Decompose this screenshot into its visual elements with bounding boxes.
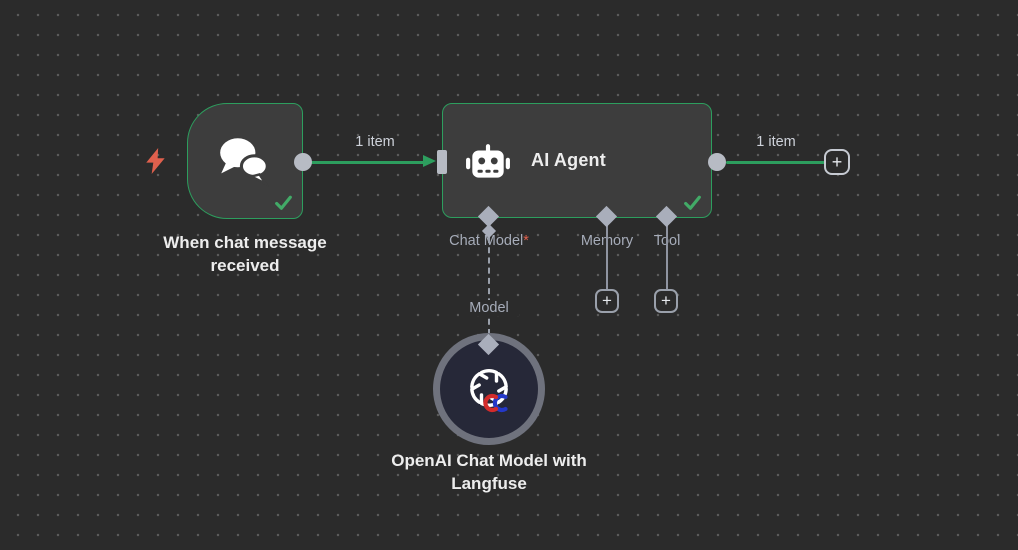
required-marker: * [523, 233, 529, 249]
plus-icon: + [831, 151, 843, 172]
success-check-icon [275, 195, 292, 210]
success-check-icon [684, 195, 701, 210]
chat-bubbles-icon [220, 138, 270, 187]
model-node-title: OpenAI Chat Model with Langfuse [391, 451, 587, 494]
connection-items-label: 1 item [756, 134, 796, 150]
connection-items-label: 1 item [355, 134, 395, 150]
memory-stub-line [606, 225, 608, 290]
node-chat-trigger[interactable] [187, 103, 303, 219]
add-memory-button[interactable]: + [595, 289, 619, 313]
agent-input-endpoint[interactable] [437, 150, 447, 174]
agent-output-endpoint[interactable] [708, 153, 726, 171]
connection-agent-to-model [488, 237, 490, 335]
langfuse-badge-icon [483, 393, 508, 413]
connection-agent-output[interactable] [726, 160, 825, 164]
lightning-bolt-icon [146, 148, 165, 174]
plus-icon: + [602, 291, 612, 310]
node-ai-agent[interactable]: AI Agent [442, 103, 712, 218]
agent-node-title: AI Agent [531, 150, 606, 170]
add-next-node-button[interactable]: + [824, 149, 850, 175]
chat-model-port-label: Chat Model* [429, 233, 549, 249]
port-label-text: Chat Model [449, 233, 524, 249]
robot-icon [466, 144, 510, 178]
plus-icon: + [661, 291, 671, 310]
connection-arrowhead [423, 155, 436, 167]
trigger-output-endpoint[interactable] [294, 153, 312, 171]
add-tool-button[interactable]: + [654, 289, 678, 313]
connection-trigger-to-agent[interactable] [310, 160, 426, 164]
tool-stub-line [666, 225, 668, 290]
model-link-label: Model [459, 300, 519, 316]
trigger-node-title: When chat message received [163, 233, 327, 276]
